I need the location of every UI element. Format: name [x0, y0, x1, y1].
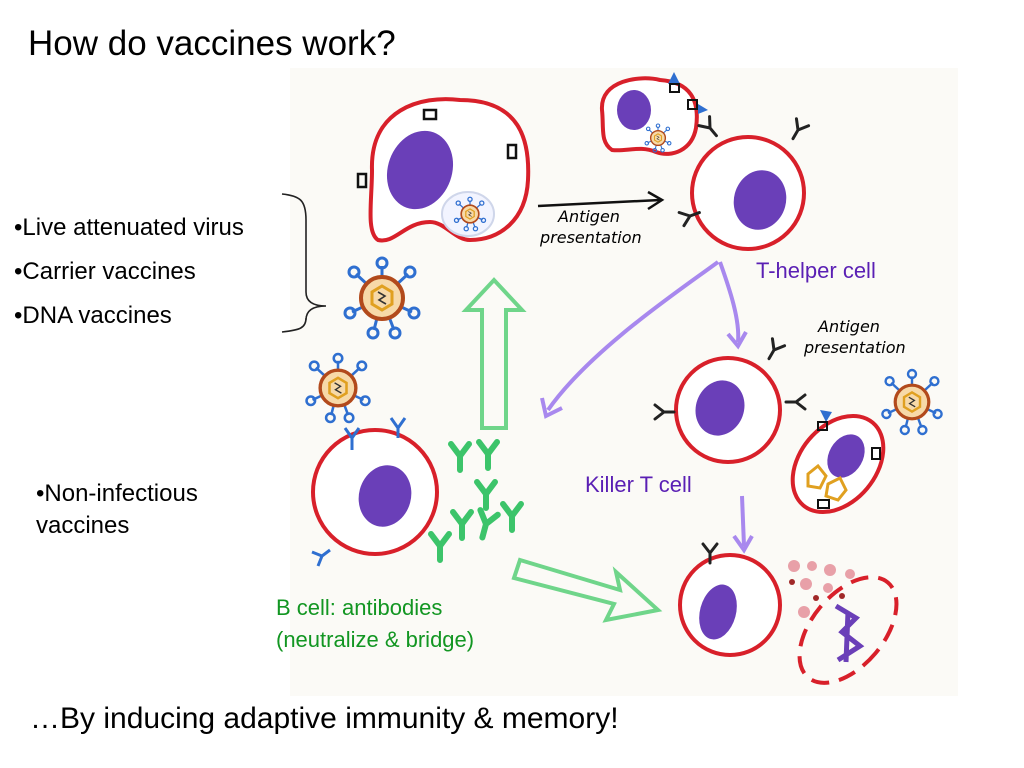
slide-footer: …By inducing adaptive immunity & memory!	[30, 702, 619, 735]
non-infectious-label: •Non-infectious vaccines	[36, 480, 198, 539]
bullet-carrier: •Carrier vaccines	[14, 258, 196, 285]
antigen-presentation-label-2: Antigen presentation	[804, 317, 906, 357]
antibodies	[431, 442, 521, 560]
b-cell-label: B cell: antibodies (neutralize & bridge)	[276, 595, 475, 652]
vaccine-types-list: •Live attenuated virus •Carrier vaccines…	[14, 208, 244, 340]
t-helper-label: T-helper cell	[756, 258, 876, 283]
antigen-presentation-label-1: Antigen presentation	[540, 207, 642, 247]
target-cell-lysis	[678, 542, 899, 685]
killer-t-cell	[653, 337, 807, 464]
bullet-dna: •DNA vaccines	[14, 302, 172, 329]
bullet-live-attenuated: •Live attenuated virus	[14, 214, 244, 241]
small-presenting-cell	[599, 72, 708, 156]
t-helper-cell	[677, 115, 811, 251]
killer-t-label: Killer T cell	[585, 472, 692, 497]
b-cell	[311, 417, 439, 567]
antigen-presenting-cell	[356, 97, 531, 243]
slide-title: How do vaccines work?	[28, 24, 396, 63]
infected-cell	[790, 410, 886, 515]
